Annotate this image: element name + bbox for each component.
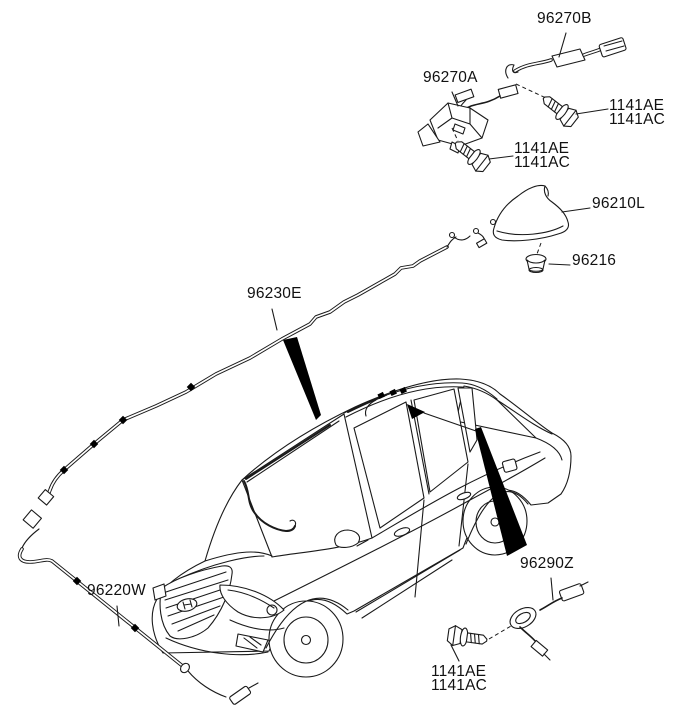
bolt-1141-bottom: [446, 625, 488, 647]
assembly-line: [451, 127, 459, 142]
shark-fin-antenna-96210L: [489, 184, 570, 242]
antenna-cable-96290Z: [509, 581, 589, 661]
part-label-96270B: 96270B: [537, 10, 592, 27]
amp-unit-96270A: [417, 84, 519, 154]
part-label-96230E: 96230E: [247, 285, 302, 302]
front-door-window: [353, 401, 425, 529]
bolt-1141-mid: [454, 141, 491, 173]
fastener-label-line: 1141AE: [431, 663, 487, 680]
part-label-96290Z: 96290Z: [520, 555, 574, 572]
part-label-96216: 96216: [572, 252, 617, 269]
side-mirror: [334, 529, 361, 548]
fastener-label-mid: 1141AE 1141AC: [514, 140, 571, 171]
quarter-window: [457, 387, 478, 453]
fog-light: [235, 633, 269, 653]
label-leader-lines: [116, 32, 609, 662]
bolt-1141-top: [542, 96, 579, 128]
fastener-label-line: 1141AC: [431, 676, 488, 694]
fuel-door: [501, 458, 518, 473]
car-illustration: [151, 378, 572, 678]
part-label-96270A: 96270A: [423, 69, 478, 86]
assembly-line: [536, 242, 542, 255]
headlight: [152, 583, 285, 619]
door-handle: [456, 491, 472, 501]
feeder-cable-96220W: [17, 509, 259, 705]
part-label-96210L: 96210L: [592, 195, 645, 212]
pointer-wedge-rear: [475, 427, 527, 556]
part-label-96220W: 96220W: [87, 582, 146, 599]
fastener-label-bottom: 1141AE 1141AC: [431, 663, 488, 694]
location-arrow: [407, 404, 425, 419]
fastener-label-line: 1141AE: [609, 97, 665, 114]
assembly-line: [488, 625, 512, 640]
fastener-label-top: 1141AE 1141AC: [609, 97, 666, 128]
pointer-wedge-front: [283, 337, 321, 420]
door-handle: [393, 527, 411, 537]
assembly-line: [515, 83, 547, 99]
feeder-cable-96230E: [37, 227, 488, 506]
fastener-label-line: 1141AE: [514, 140, 570, 157]
fastener-label-line: 1141AC: [514, 153, 571, 171]
front-grille: [159, 565, 233, 640]
fastener-label-line: 1141AC: [609, 110, 666, 128]
mounted-cable-route: [243, 386, 477, 533]
harness-96270B: [505, 37, 627, 79]
grommet-nut-96216: [525, 253, 547, 274]
